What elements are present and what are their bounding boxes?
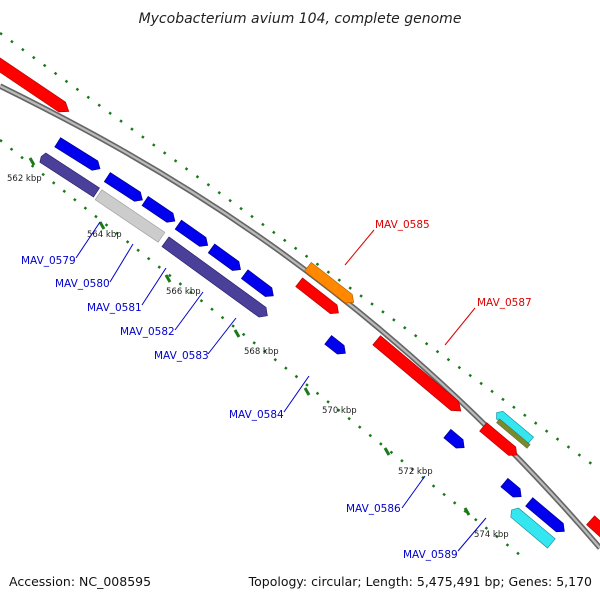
- tick-label: 572 kbp: [398, 467, 433, 477]
- gene-label-mav-0579: MAV_0579: [21, 255, 76, 267]
- gene-label-mav-0581: MAV_0581: [87, 302, 142, 314]
- gene-mav-0582: [174, 219, 209, 247]
- tick-label: 566 kbp: [166, 287, 201, 297]
- tick-label: 562 kbp: [7, 174, 42, 184]
- tick-track-inner: [0, 139, 521, 556]
- gene-red-right: [479, 422, 518, 456]
- gene-navy-2: [161, 236, 268, 318]
- gene-mav-0581: [141, 195, 176, 223]
- gene-mav-0579: [54, 137, 101, 171]
- gene-label-mav-0582: MAV_0582: [120, 326, 175, 338]
- gene-arrows: [0, 54, 600, 549]
- gene-label-mav-0585: MAV_0585: [375, 219, 430, 231]
- gene-labels: MAV_0579 MAV_0580 MAV_0581 MAV_0582 MAV_…: [21, 219, 532, 561]
- gene-label-mav-0584: MAV_0584: [229, 409, 284, 421]
- accession-label: Accession: NC_008595: [9, 574, 151, 589]
- gene-blue-bottom-2: [525, 497, 565, 533]
- label-leaders: [75, 221, 487, 552]
- gene-red-edge: [586, 515, 600, 539]
- gene-label-mav-0583: MAV_0583: [154, 350, 209, 362]
- gene-label-mav-0586: MAV_0586: [346, 503, 401, 515]
- gene-mav-0587: [372, 335, 462, 412]
- genome-backbone: [0, 83, 600, 550]
- tick-track-outer: [0, 31, 600, 472]
- tick-labels: 562 kbp 564 kbp 566 kbp 568 kbp 570 kbp …: [7, 174, 509, 540]
- gene-mav-0583b: [240, 269, 274, 297]
- topology-label: Topology: circular; Length: 5,475,491 bp…: [248, 574, 592, 589]
- gene-navy-1: [39, 152, 100, 198]
- gene-mav-0585: [304, 262, 354, 304]
- gene-mav-0580: [103, 172, 143, 202]
- gene-red-small: [295, 277, 339, 314]
- major-ticks: [28, 157, 471, 516]
- map-title: Mycobacterium avium 104, complete genome: [139, 11, 462, 27]
- gene-mav-0586: [443, 428, 465, 449]
- gene-mav-0583a: [207, 243, 241, 271]
- gene-label-mav-0589: MAV_0589: [403, 549, 458, 561]
- gene-label-mav-0587: MAV_0587: [477, 297, 532, 309]
- tick-label: 564 kbp: [87, 230, 122, 240]
- gene-gray: [94, 189, 166, 243]
- gene-olive: [496, 418, 531, 449]
- gene-label-mav-0580: MAV_0580: [55, 278, 110, 290]
- tick-label: 568 kbp: [244, 347, 279, 357]
- tick-label: 574 kbp: [474, 530, 509, 540]
- gene-blue-bottom-1: [500, 477, 522, 498]
- tick-label: 570 kbp: [322, 406, 357, 416]
- gene-mav-0589: [510, 507, 556, 549]
- gene-red-top: [0, 54, 70, 113]
- gene-mav-0584: [324, 335, 346, 355]
